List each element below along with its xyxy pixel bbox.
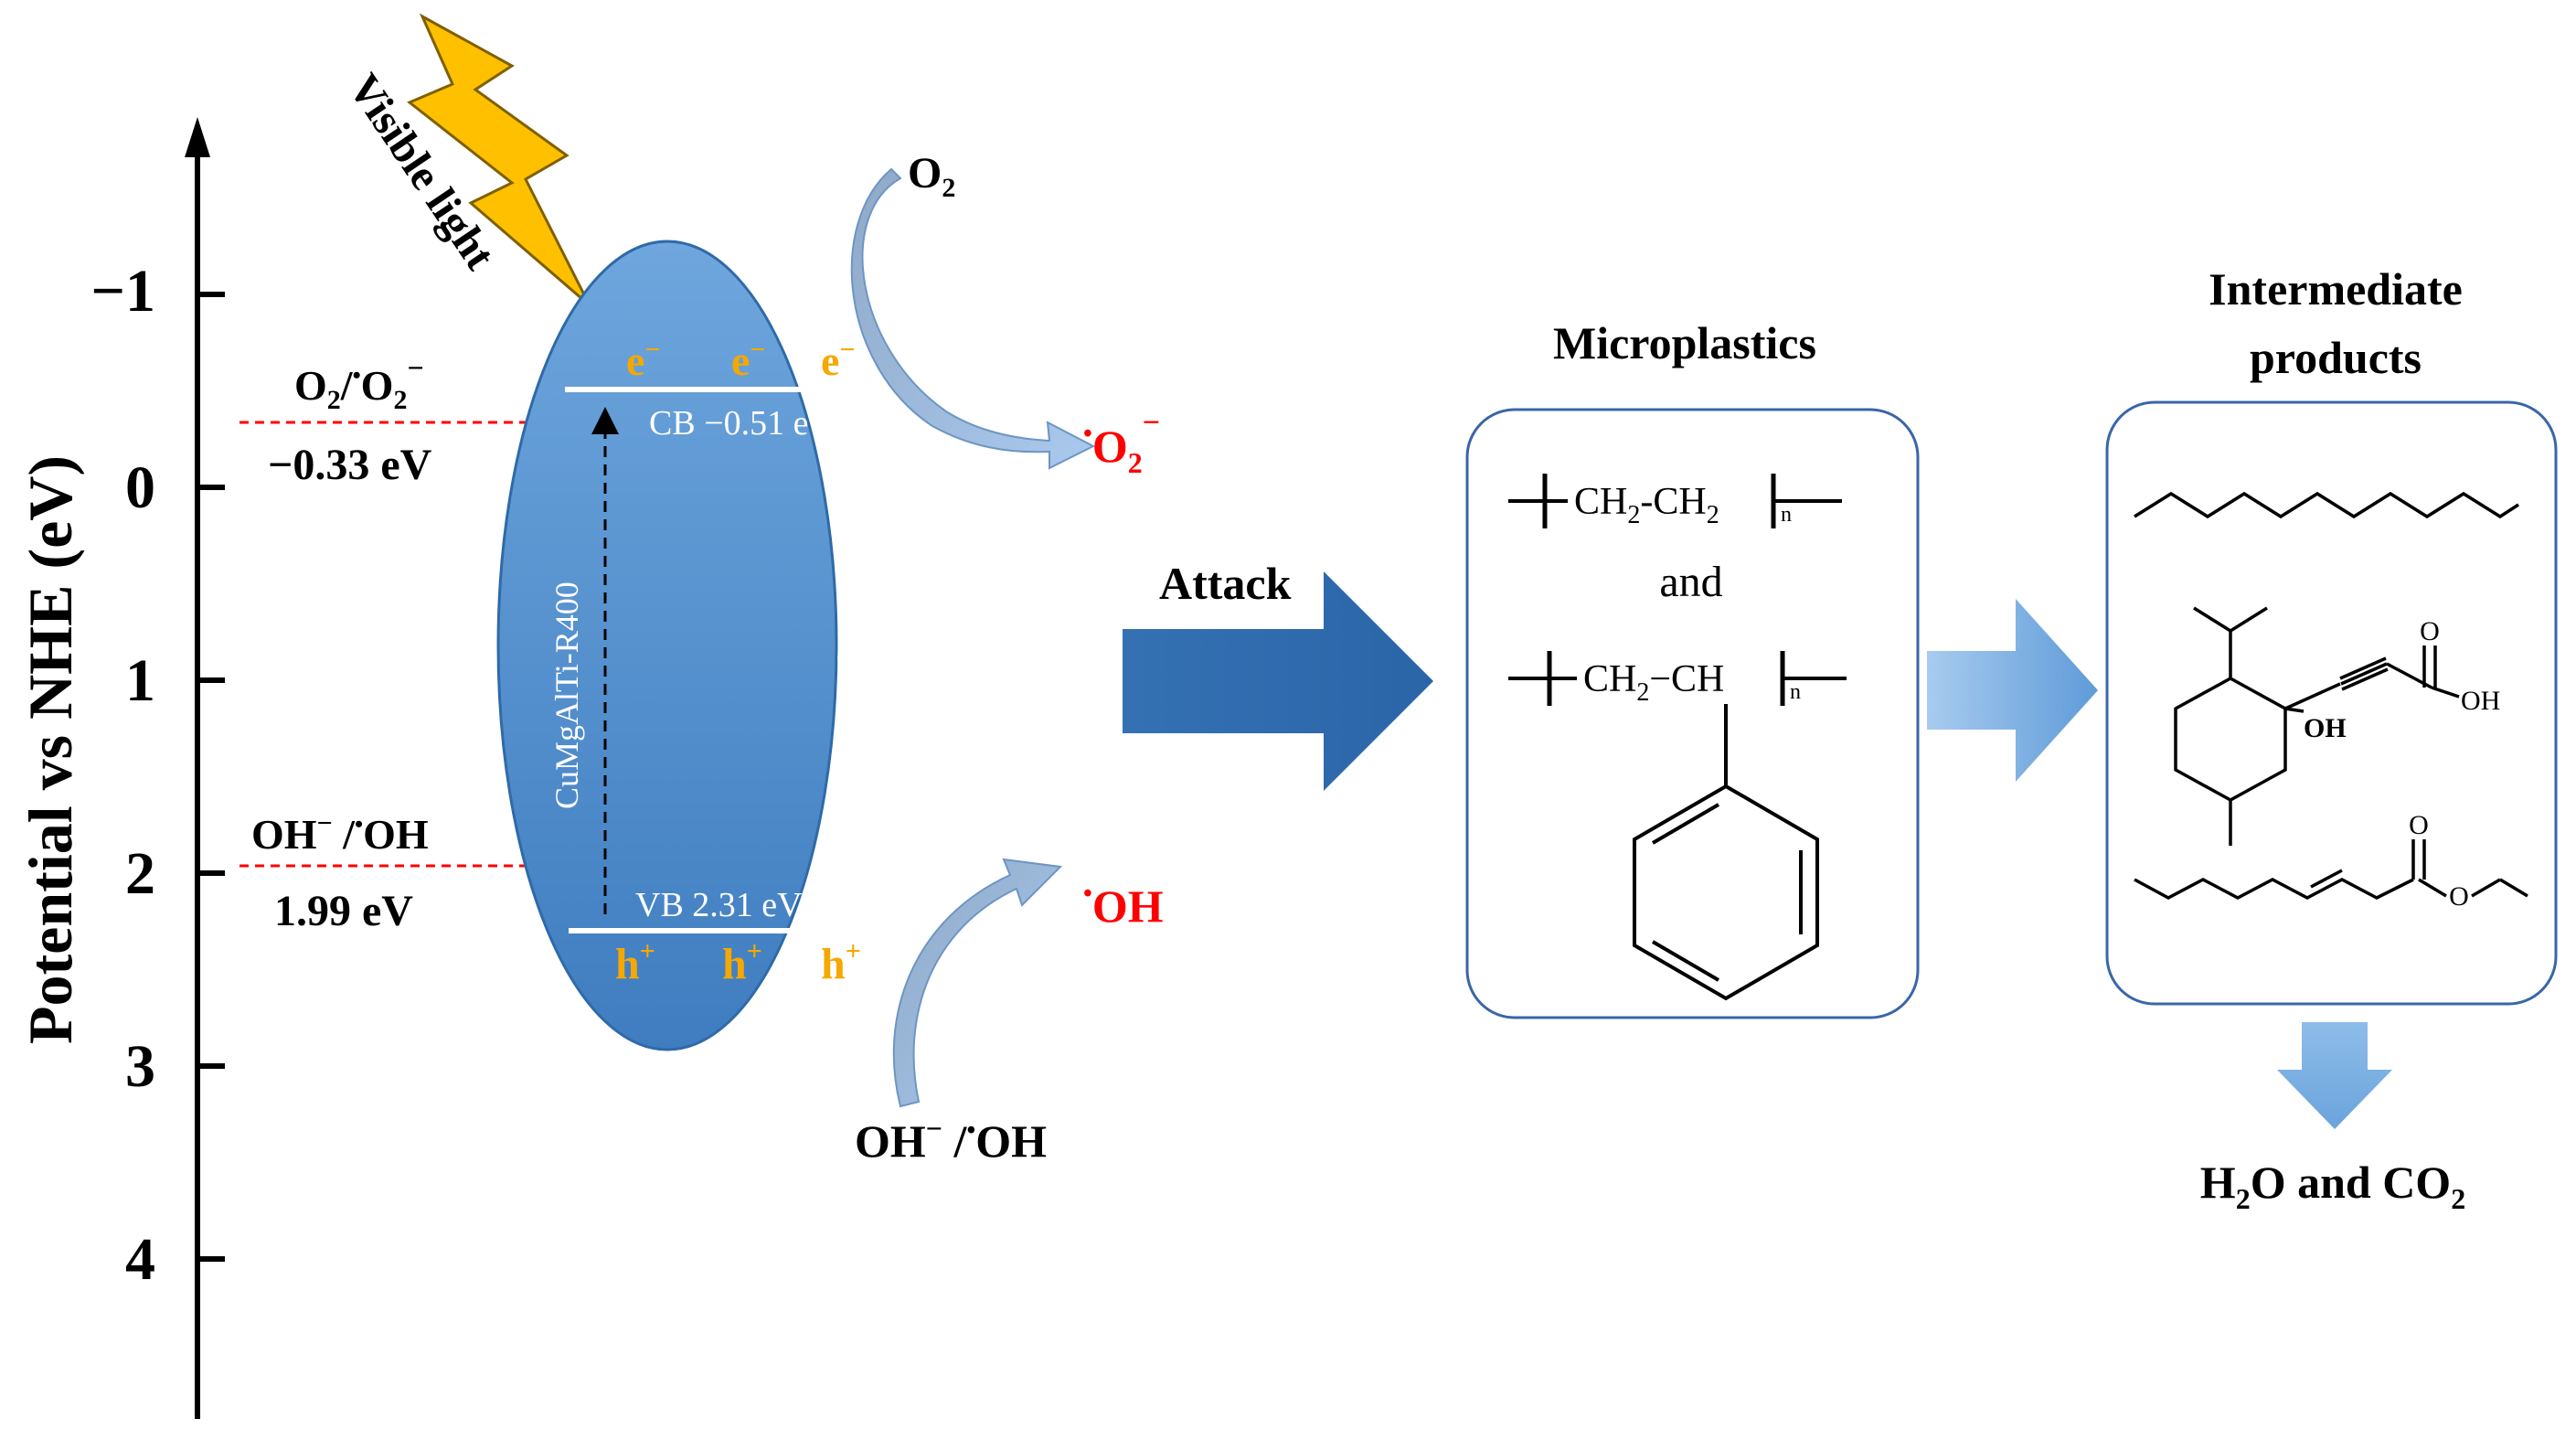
reaction-arrows bbox=[850, 167, 1096, 1108]
axis-arrowhead bbox=[185, 117, 210, 157]
electrons: e− e− e− bbox=[626, 335, 856, 384]
oh-potential-value: 1.99 eV bbox=[274, 887, 413, 935]
hole: h+ bbox=[722, 936, 762, 988]
vb-label: VB 2.31 eV bbox=[635, 886, 803, 924]
ester-structure bbox=[2134, 839, 2528, 900]
attack-arrow bbox=[1123, 571, 1433, 791]
electron: e− bbox=[626, 335, 661, 384]
tick-label: 3 bbox=[125, 1033, 155, 1100]
o2-label: O2 bbox=[908, 149, 955, 203]
hydroxyl-radical-label: •OH bbox=[1083, 880, 1164, 932]
microplastics-title: Microplastics bbox=[1553, 317, 1816, 368]
oh-oxidation-arrow bbox=[892, 858, 1063, 1108]
and-label: and bbox=[1659, 558, 1722, 606]
o2-potential-value: −0.33 eV bbox=[268, 441, 432, 489]
o2-reduction-arrow bbox=[850, 167, 1096, 470]
cb-label: CB −0.51 eV bbox=[649, 404, 834, 443]
attack-label: Attack bbox=[1159, 558, 1292, 609]
holes: h+ h+ h+ bbox=[615, 936, 861, 988]
oh-couple-label: OH− /•OH bbox=[251, 808, 429, 858]
microplastics-box bbox=[1465, 408, 1920, 1019]
cyclohexyl-acid-structure bbox=[2174, 606, 2460, 846]
electron: e− bbox=[731, 335, 766, 384]
ps-repeat-unit: CH2−CH bbox=[1583, 658, 1724, 707]
final-products-label: H2O and CO2 bbox=[2200, 1157, 2465, 1215]
ps-subscript-n: n bbox=[1790, 680, 1801, 704]
electron: e− bbox=[821, 335, 856, 384]
visible-light: Visible light bbox=[339, 13, 591, 307]
benzene-ring bbox=[1633, 784, 1819, 1001]
tick-label: 1 bbox=[125, 647, 155, 714]
ring-oh: OH bbox=[2304, 713, 2347, 743]
ester-carbonyl-o: O bbox=[2409, 810, 2429, 840]
catalyst-ellipse bbox=[496, 240, 838, 1051]
microplastics-panel: Microplastics CH2-CH2 n and CH2−CH n bbox=[1465, 317, 1920, 1019]
catalyst-name: CuMgAlTi-R400 bbox=[548, 581, 585, 809]
superoxide-label: •O2− bbox=[1083, 406, 1160, 479]
ester-o: O bbox=[2449, 881, 2469, 912]
transform-arrow bbox=[1927, 599, 2098, 782]
attack: Attack bbox=[1123, 558, 1433, 791]
oh-source-label: OH− /•OH bbox=[855, 1112, 1047, 1167]
polyethylene-formula: CH2-CH2 n bbox=[1508, 474, 1842, 529]
tick-label: −1 bbox=[90, 258, 155, 325]
redox-potentials: O2/•O2− −0.33 eV OH− /•OH 1.99 eV bbox=[240, 351, 548, 935]
pe-repeat-unit: CH2-CH2 bbox=[1574, 481, 1719, 529]
tick-label: 2 bbox=[125, 840, 155, 907]
species-labels: O2 •O2− •OH OH− /•OH bbox=[855, 149, 1164, 1167]
catalyst-particle: CB −0.51 eV VB 2.31 eV CuMgAlTi-R400 2.8… bbox=[496, 240, 883, 1051]
axis-title: Potential vs NHE (eV) bbox=[16, 455, 85, 1044]
carbonyl-o: O bbox=[2420, 616, 2440, 646]
tick-label: 0 bbox=[125, 454, 155, 521]
intermediates-box bbox=[2105, 400, 2558, 1006]
intermediates-title-line2: products bbox=[2250, 332, 2422, 383]
tick-label: 4 bbox=[125, 1226, 155, 1293]
intermediates-title-line1: Intermediate bbox=[2209, 263, 2463, 315]
hole: h+ bbox=[821, 936, 861, 988]
acid-oh: OH bbox=[2461, 686, 2500, 716]
pe-subscript-n: n bbox=[1781, 503, 1792, 527]
polystyrene-formula: CH2−CH n bbox=[1508, 651, 1847, 1001]
potential-axis: −1 0 1 2 3 4 Potential vs NHE (eV) bbox=[16, 117, 225, 1419]
mineralization-arrow bbox=[2277, 1022, 2392, 1129]
bandgap-label: 2.82 eV bbox=[828, 583, 877, 722]
o2-couple-label: O2/•O2− bbox=[294, 351, 424, 415]
alkane-chain bbox=[2134, 491, 2519, 519]
hole: h+ bbox=[615, 936, 655, 988]
intermediates-panel: Intermediate products O OH OH bbox=[2105, 263, 2558, 1006]
